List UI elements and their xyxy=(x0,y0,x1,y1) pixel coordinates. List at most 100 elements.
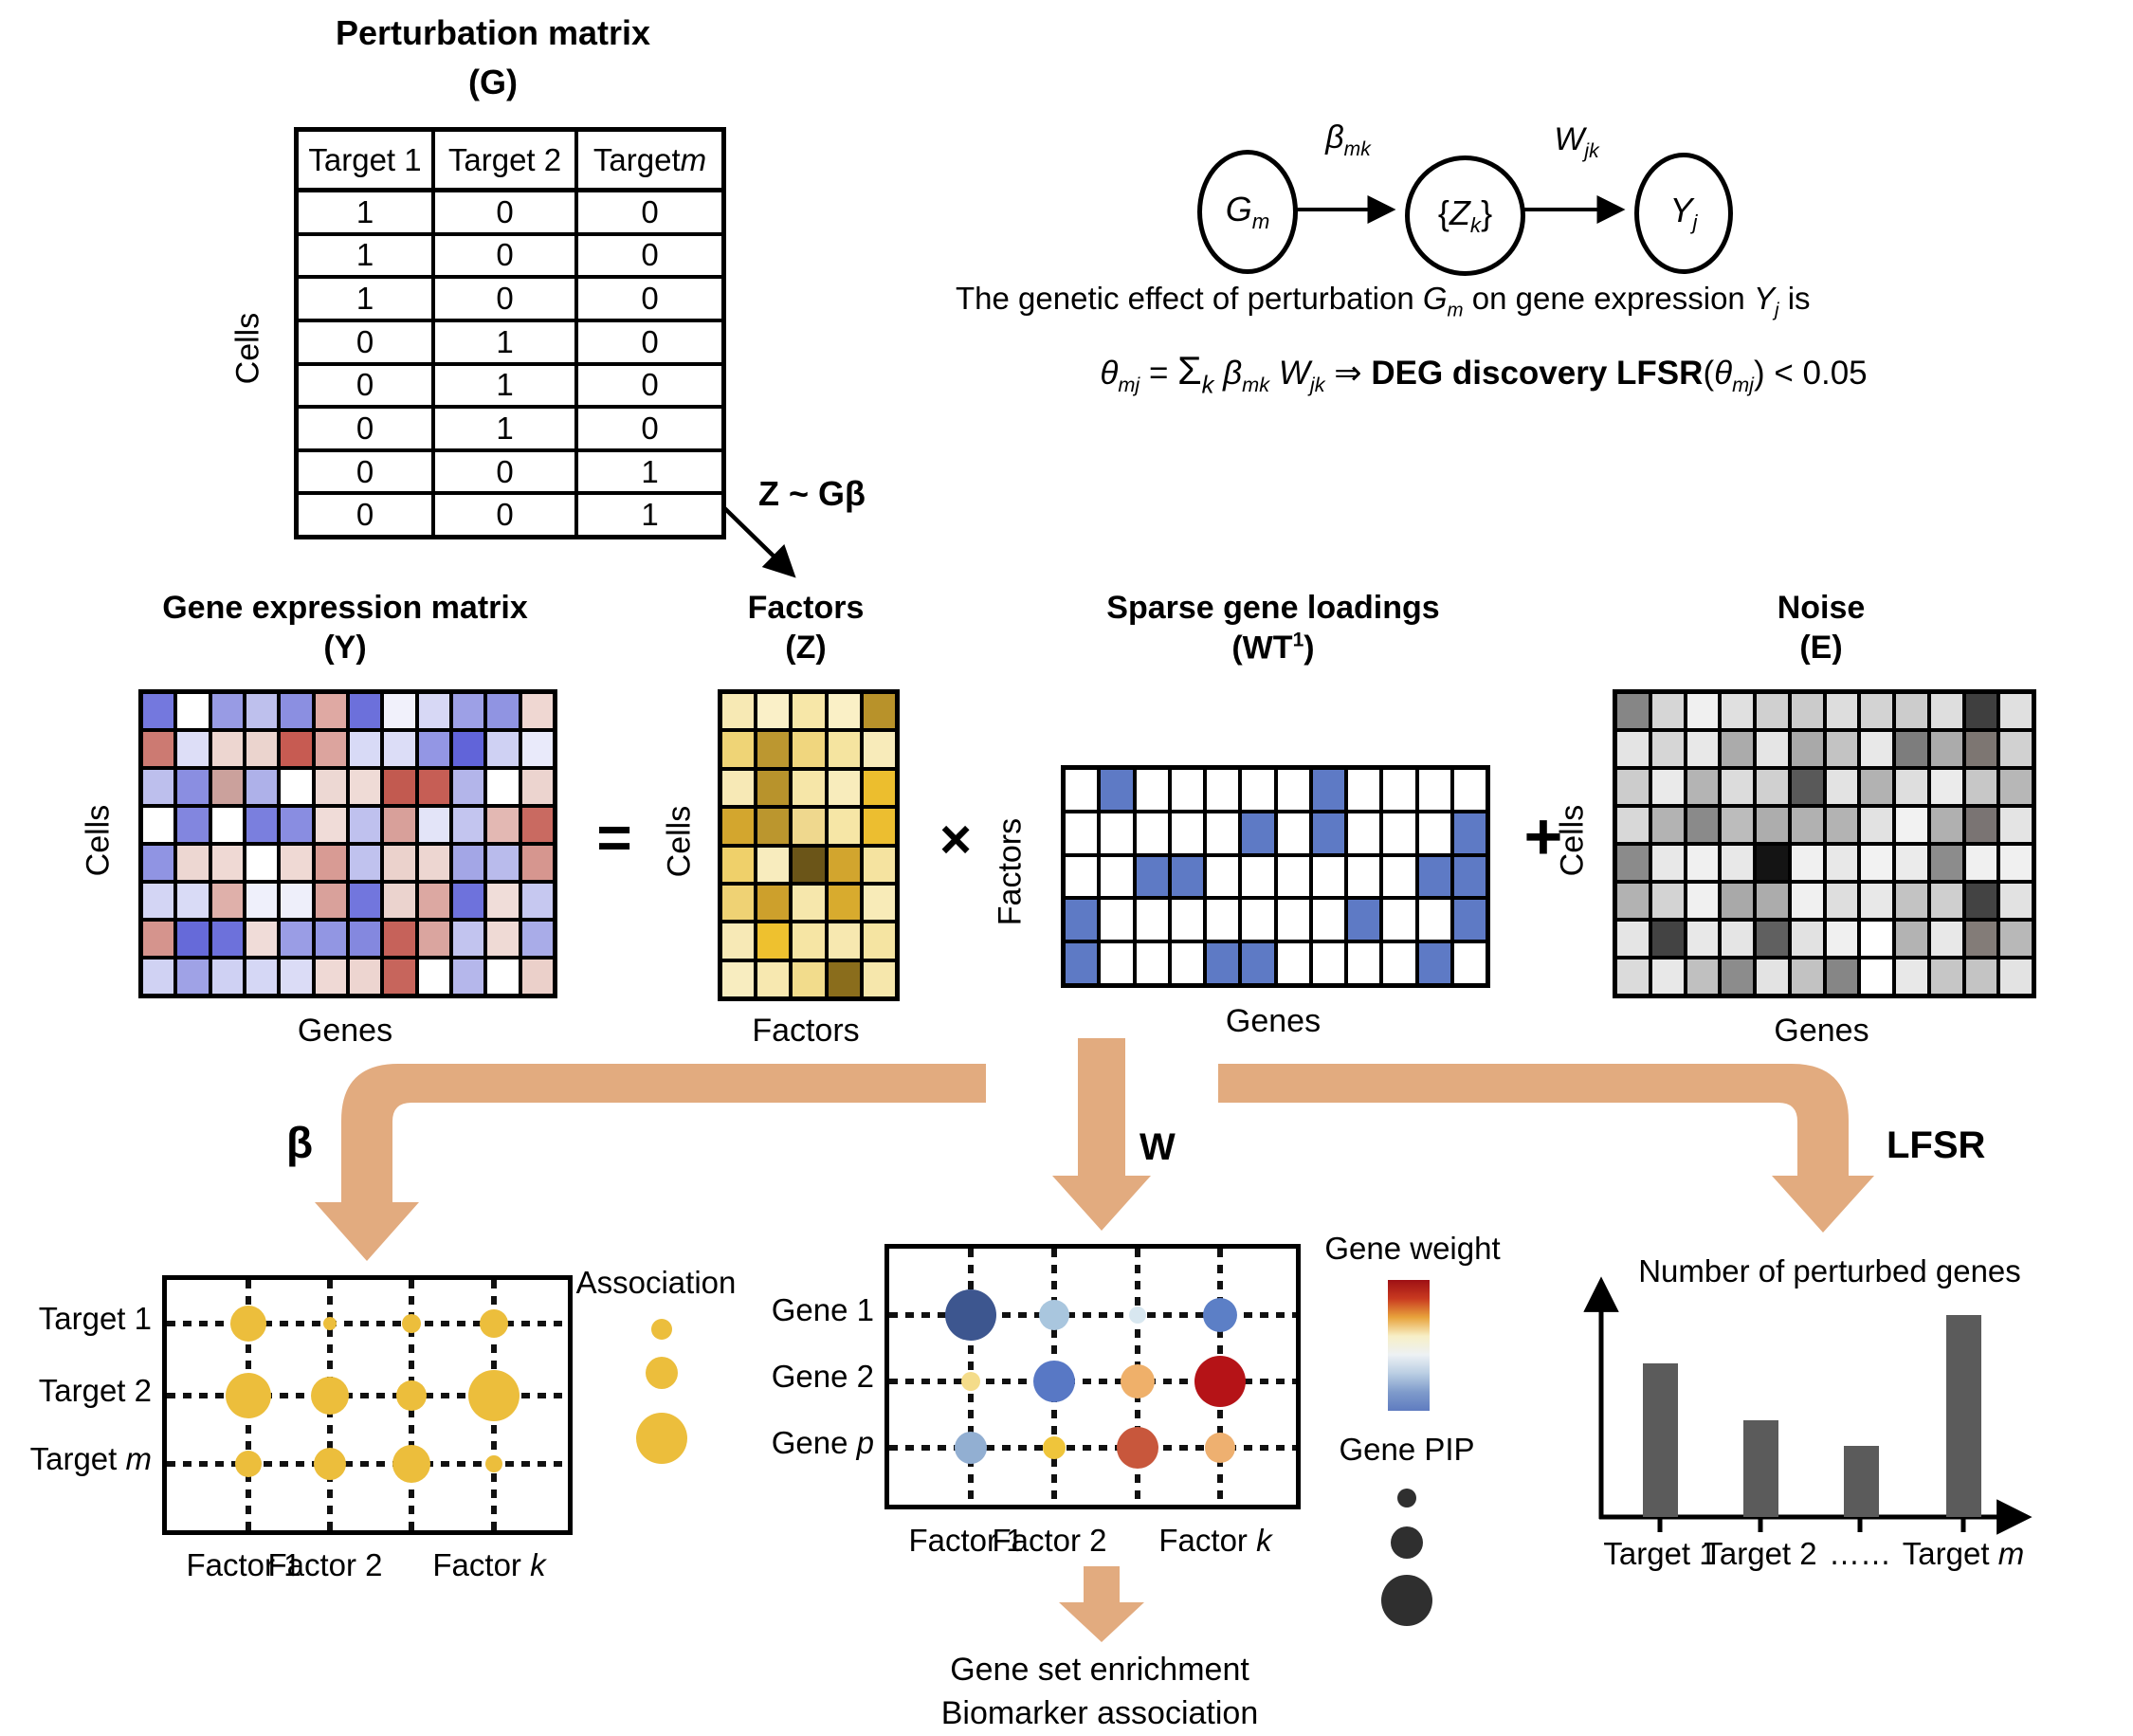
beta-bubble xyxy=(392,1445,430,1483)
y-cell xyxy=(347,806,383,844)
e-cell xyxy=(1824,806,1860,844)
e-cell xyxy=(1824,730,1860,768)
z-cell xyxy=(720,730,757,769)
gene-bubble xyxy=(1033,1361,1075,1402)
e-cell xyxy=(1789,920,1825,958)
y-cell xyxy=(244,806,280,844)
gene-col-label-factork: Factor k xyxy=(1158,1523,1272,1558)
y-cell xyxy=(175,882,210,920)
edge-label-beta-mk: βmk xyxy=(1325,119,1371,160)
y-cell xyxy=(175,692,210,730)
y-cell xyxy=(382,920,417,958)
e-cell xyxy=(1685,692,1721,730)
wt-cell xyxy=(1310,941,1346,985)
g-value-cell: 0 xyxy=(297,493,433,537)
enrichment-arrow xyxy=(1059,1566,1144,1642)
wt-bottom-label: Genes xyxy=(1225,1003,1322,1039)
wt-cell xyxy=(1134,898,1170,942)
g-value-cell: 0 xyxy=(433,493,576,537)
z-cell xyxy=(826,922,862,960)
g-value-cell: 1 xyxy=(297,277,433,320)
y-cell xyxy=(175,806,210,844)
e-cell xyxy=(1615,692,1650,730)
bar xyxy=(1743,1420,1778,1517)
y-cell xyxy=(141,844,176,882)
e-cell xyxy=(1789,806,1825,844)
gene-bubble xyxy=(1043,1436,1066,1459)
wt-cell xyxy=(1346,941,1382,985)
wt-cell xyxy=(1346,854,1382,899)
e-cell xyxy=(1755,730,1790,768)
z-side-label: Cells xyxy=(661,805,698,878)
beta-row-label-targetm: Target m xyxy=(29,1441,152,1476)
z-cell xyxy=(756,959,792,998)
grid-dotline-h xyxy=(889,1445,1296,1451)
y-cell xyxy=(450,730,486,768)
e-cell xyxy=(1998,958,2033,996)
y-cell xyxy=(347,958,383,996)
y-cell xyxy=(244,882,280,920)
gene-bubble xyxy=(1203,1298,1237,1332)
beta-bubble xyxy=(311,1377,349,1415)
e-cell xyxy=(1755,844,1790,882)
pip-legend-circle xyxy=(1391,1526,1423,1559)
y-cell xyxy=(416,730,451,768)
wt-cell xyxy=(1381,854,1417,899)
g-value-cell: 1 xyxy=(297,191,433,234)
y-cell xyxy=(244,920,280,958)
grid-dotline-h xyxy=(167,1461,568,1467)
node-zk-label: {Zk} xyxy=(1437,192,1493,238)
z-cell xyxy=(720,883,757,923)
e-cell xyxy=(1998,768,2033,806)
z-cell xyxy=(756,768,792,808)
node-gm-label: Gm xyxy=(1225,189,1270,234)
e-cell xyxy=(1824,920,1860,958)
e-cell xyxy=(1685,768,1721,806)
beta-bubble-plot xyxy=(162,1275,573,1535)
e-cell xyxy=(1998,692,2033,730)
e-cell xyxy=(1720,768,1755,806)
e-cell xyxy=(1859,844,1894,882)
wt-cell xyxy=(1099,768,1135,812)
e-cell xyxy=(1720,958,1755,996)
z-cell xyxy=(720,922,757,960)
y-cell xyxy=(313,692,348,730)
y-cell xyxy=(313,920,348,958)
wt-cell xyxy=(1240,811,1276,855)
bar-chart-title: Number of perturbed genes xyxy=(1638,1253,2021,1288)
y-cell xyxy=(279,806,314,844)
gene-col-label-factor2: Factor 2 xyxy=(992,1523,1107,1558)
node-gm: Gm xyxy=(1197,150,1298,274)
e-cell xyxy=(1685,920,1721,958)
e-cell xyxy=(1928,768,1964,806)
e-cell xyxy=(1755,920,1790,958)
e-cell xyxy=(1998,844,2033,882)
wt-cell xyxy=(1064,854,1100,899)
y-cell xyxy=(416,692,451,730)
y-cell xyxy=(347,768,383,806)
wt-cell xyxy=(1134,854,1170,899)
g-header-cell: Target m xyxy=(576,130,723,191)
e-cell xyxy=(1789,692,1825,730)
y-cell xyxy=(450,692,486,730)
e-cell xyxy=(1650,958,1686,996)
e-cell xyxy=(1685,958,1721,996)
gene-bubble xyxy=(1194,1356,1246,1407)
z-cell xyxy=(791,922,827,960)
y-cell xyxy=(313,768,348,806)
association-legend-title: Association xyxy=(575,1265,737,1300)
y-cell xyxy=(450,958,486,996)
z-cell xyxy=(791,845,827,884)
e-cell xyxy=(1824,844,1860,882)
beta-col-label-factor2: Factor 2 xyxy=(267,1547,383,1582)
y-cell xyxy=(210,692,245,730)
z-cell xyxy=(720,768,757,808)
wt-cell xyxy=(1064,768,1100,812)
y-cell xyxy=(416,844,451,882)
e-cell xyxy=(1894,692,1929,730)
y-cell xyxy=(450,920,486,958)
gene-weight-title: Gene weight xyxy=(1324,1231,1501,1266)
e-cell xyxy=(1615,844,1650,882)
wt-cell xyxy=(1416,941,1452,985)
